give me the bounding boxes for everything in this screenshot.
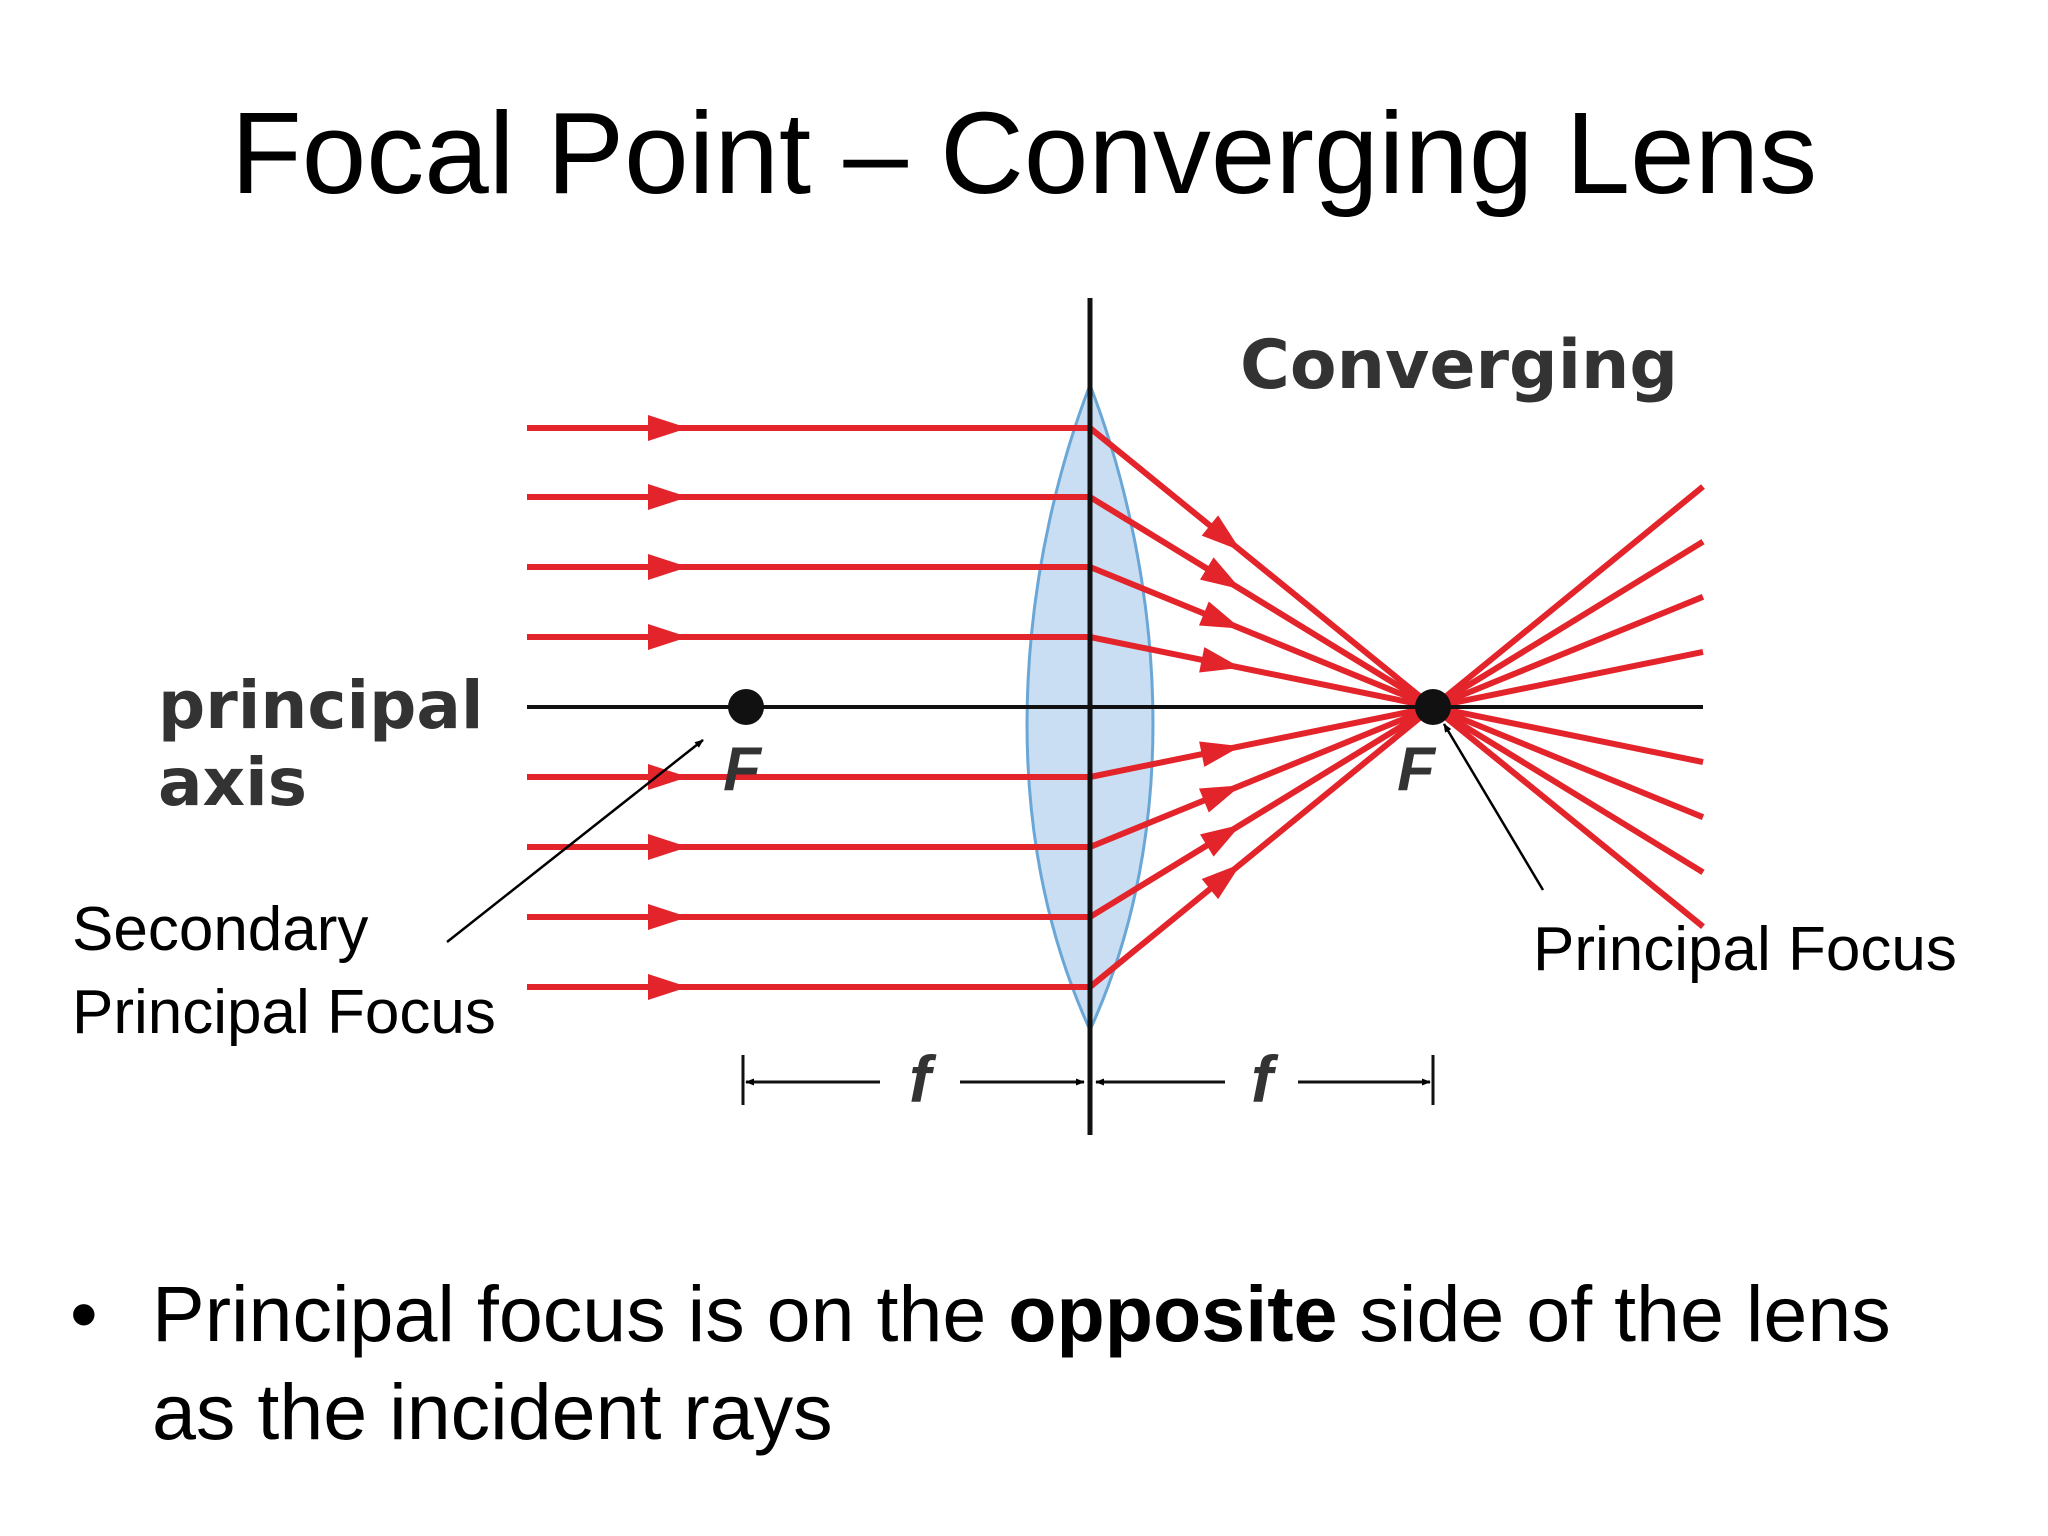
refracted-ray-6 bbox=[1088, 594, 1705, 850]
bullet-text-start: Principal focus is on the bbox=[152, 1269, 1009, 1358]
incident-ray-arrow-6 bbox=[648, 834, 688, 860]
diagram-heading: Converging bbox=[1240, 326, 1678, 405]
incident-ray-arrow-8 bbox=[648, 974, 688, 1000]
focal-length-dimension-left: f bbox=[741, 1042, 1085, 1116]
refracted-ray-8 bbox=[1088, 484, 1705, 990]
bullet-marker: • bbox=[70, 1269, 98, 1358]
principal-focus-pointer bbox=[1442, 723, 1545, 891]
bullet-text-end: side of the lens as the incident rays bbox=[152, 1269, 1891, 1456]
refracted-ray-1 bbox=[1088, 425, 1705, 929]
focal-length-symbol-left: f bbox=[909, 1042, 937, 1116]
secondary-focus-label-line1: Secondary bbox=[72, 895, 368, 964]
refracted-ray-2 bbox=[1088, 494, 1705, 875]
incident-ray-arrow-4 bbox=[648, 624, 688, 650]
refracted-ray-3 bbox=[1088, 564, 1705, 820]
bullet-text: Principal focus is on the opposite side … bbox=[152, 1265, 1972, 1461]
principal-focal-point-dot bbox=[1415, 689, 1451, 725]
incident-ray-arrow-2 bbox=[648, 484, 688, 510]
refracted-ray-arrow-1 bbox=[1201, 515, 1241, 551]
refracted-ray-7 bbox=[1088, 539, 1705, 920]
secondary-focus-pointer bbox=[446, 739, 704, 943]
incident-ray-arrow-5 bbox=[648, 764, 688, 790]
incident-ray-arrow-1 bbox=[648, 415, 688, 441]
refracted-ray-4 bbox=[1089, 634, 1704, 766]
light-rays bbox=[527, 415, 1705, 1000]
secondary-focal-point-dot bbox=[728, 689, 764, 725]
slide-title: Focal Point – Converging Lens bbox=[230, 88, 1818, 218]
secondary-focus-symbol: F bbox=[723, 735, 763, 804]
principal-focus-symbol: F bbox=[1397, 735, 1437, 804]
principal-focus-label: Principal Focus bbox=[1533, 915, 1957, 984]
refracted-ray-arrow-5 bbox=[1199, 741, 1241, 767]
refracted-ray-arrow-8 bbox=[1201, 863, 1241, 900]
refracted-ray-arrow-7 bbox=[1200, 824, 1241, 857]
incident-ray-arrow-7 bbox=[648, 904, 688, 930]
focal-length-dimension-right: f bbox=[1095, 1042, 1435, 1116]
secondary-focus-label-line2: Principal Focus bbox=[72, 978, 496, 1047]
refracted-ray-arrow-6 bbox=[1198, 785, 1241, 813]
refracted-ray-arrow-3 bbox=[1198, 601, 1241, 629]
incident-ray-arrow-3 bbox=[648, 554, 688, 580]
principal-axis-label-line1: principal bbox=[158, 667, 484, 744]
refracted-ray-arrow-2 bbox=[1200, 557, 1241, 590]
principal-axis-label-line2: axis bbox=[158, 744, 307, 821]
focal-length-symbol-right: f bbox=[1251, 1042, 1279, 1116]
refracted-ray-arrow-4 bbox=[1199, 647, 1241, 673]
bullet-text-bold: opposite bbox=[1008, 1269, 1338, 1358]
refracted-ray-5 bbox=[1089, 648, 1704, 780]
